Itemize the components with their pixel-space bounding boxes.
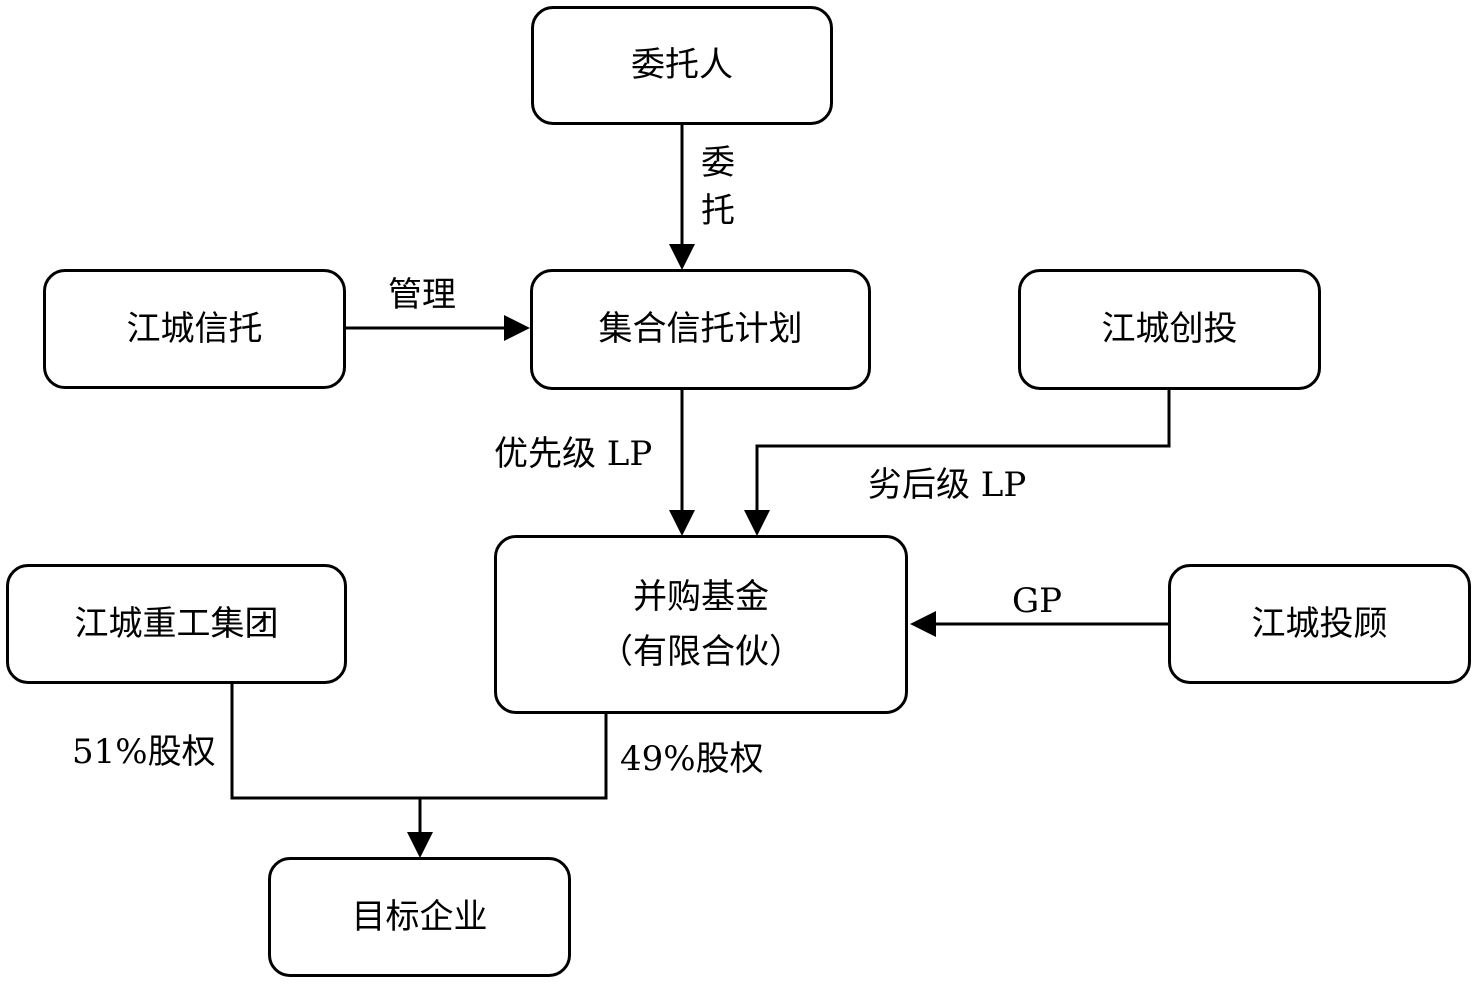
node-target-company-label: 目标企业 xyxy=(351,896,488,937)
edge-label-manage: 管理 xyxy=(388,275,456,315)
edge-label-equity-51: 51%股权 xyxy=(72,732,216,772)
node-heavy-industry-group: 江城重工集团 xyxy=(6,564,347,684)
node-trust-company-label: 江城信托 xyxy=(126,308,263,349)
node-collective-trust-plan: 集合信托计划 xyxy=(530,269,871,390)
node-heavy-industry-group-label: 江城重工集团 xyxy=(74,603,279,644)
arrow-junior-lp xyxy=(755,390,1171,510)
node-ma-fund: 并购基金 （有限合伙） xyxy=(494,535,908,714)
arrowhead-entrust xyxy=(669,244,695,270)
node-principal-label: 委托人 xyxy=(631,45,733,86)
edge-label-entrust-char1: 委 xyxy=(701,143,735,183)
arrowhead-senior-lp xyxy=(669,510,695,536)
edge-label-senior-lp: 优先级 LP xyxy=(494,434,653,474)
node-ma-fund-label-line2: （有限合伙） xyxy=(599,631,803,672)
node-investment-advisor-label: 江城投顾 xyxy=(1251,603,1388,644)
arrowhead-target xyxy=(407,832,433,858)
edge-label-entrust-char2: 托 xyxy=(701,190,735,231)
node-target-company: 目标企业 xyxy=(268,857,571,977)
arrowhead-junior-lp xyxy=(744,510,770,536)
node-trust-company: 江城信托 xyxy=(43,269,346,389)
edge-label-gp: GP xyxy=(1012,581,1063,621)
node-investment-advisor: 江城投顾 xyxy=(1168,564,1471,684)
node-venture-capital-label: 江城创投 xyxy=(1101,309,1238,350)
node-venture-capital: 江城创投 xyxy=(1018,269,1321,390)
node-principal: 委托人 xyxy=(531,6,833,125)
edge-label-junior-lp: 劣后级 LP xyxy=(868,465,1027,505)
arrowhead-manage xyxy=(504,315,530,341)
node-ma-fund-label-line1: 并购基金 xyxy=(633,577,769,618)
edge-label-equity-49: 49%股权 xyxy=(620,739,764,779)
edge-label-entrust: 委 托 xyxy=(698,140,738,235)
node-collective-trust-plan-label: 集合信托计划 xyxy=(598,309,803,350)
arrowhead-gp xyxy=(910,611,936,637)
